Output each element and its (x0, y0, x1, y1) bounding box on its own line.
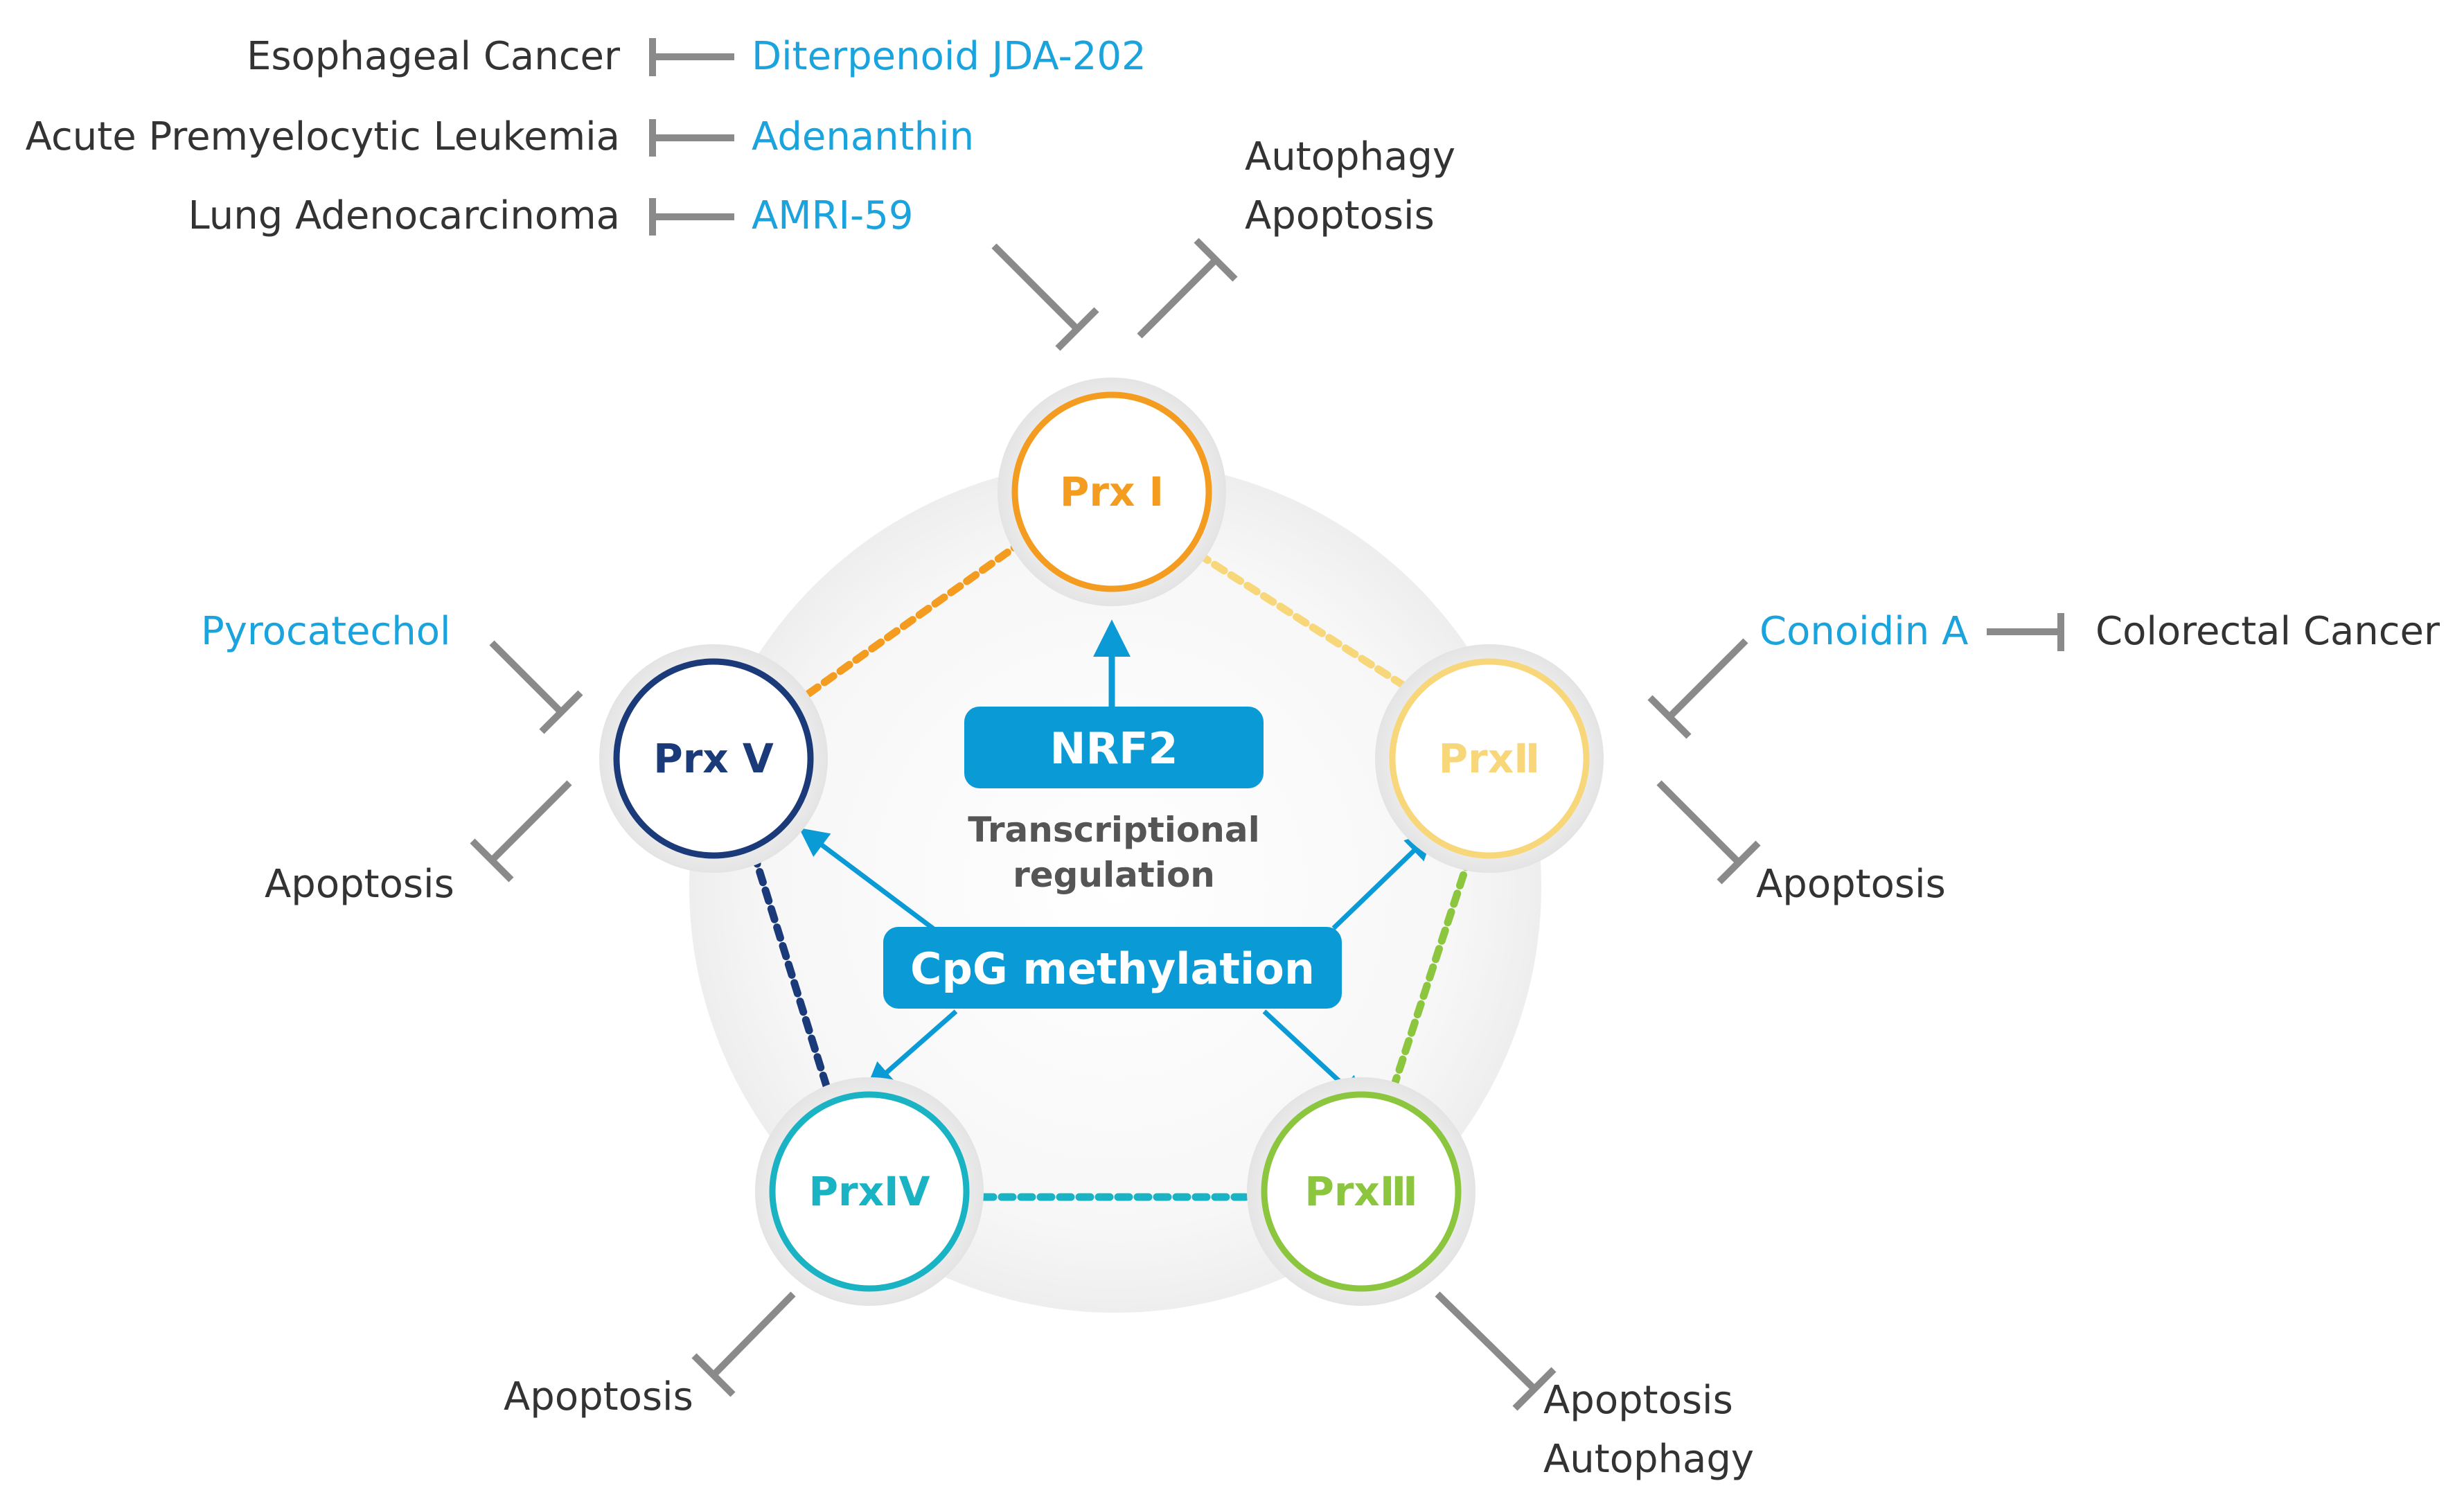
inhibit-prx2-apoptosis (1656, 780, 1761, 885)
cpg-label: CpG methylation (910, 944, 1315, 994)
top-effect-apoptosis: Apoptosis (1245, 193, 1435, 238)
top-row-3: Lung Adenocarcinoma AMRI-59 (188, 193, 914, 238)
link-prx5-prx4 (744, 831, 835, 1106)
inhibit-prx4-apoptosis (691, 1291, 796, 1397)
arrow-cpg-prx5 (799, 827, 944, 937)
link-prx1-prx5 (796, 526, 1043, 704)
drug-adenanthin: Adenanthin (752, 114, 974, 159)
inhibit-conoidin-prx2 (1647, 638, 1748, 739)
node-prx5-label: Prx V (653, 735, 774, 782)
nrf2-label: NRF2 (1049, 723, 1178, 774)
drug-pyrocatechol: Pyrocatechol (201, 609, 451, 654)
node-prx3: PrxⅢ (1247, 1077, 1475, 1306)
disease-esophageal: Esophageal Cancer (247, 34, 621, 79)
node-prx4: PrxIV (755, 1077, 984, 1306)
node-prx3-label: PrxⅢ (1304, 1168, 1417, 1215)
arrow-cpg-prx4 (865, 1009, 958, 1092)
drug-conoidin: Conoidin A (1760, 609, 1968, 654)
node-prx1-label: Prx I (1060, 468, 1164, 515)
bottom-right-effect-apoptosis: Apoptosis (1543, 1378, 1733, 1423)
top-row-2: Acute Premyelocytic Leukemia Adenanthin (26, 114, 974, 159)
disease-lung: Lung Adenocarcinoma (188, 193, 621, 238)
inhibit-pyrocatechol (489, 640, 583, 734)
node-prx5: Prx V (599, 644, 828, 873)
inhibit-into-prx1 (991, 243, 1099, 351)
inhibit-conoidin-colorectal (1987, 613, 2064, 651)
node-prx2-label: PrxⅡ (1439, 735, 1541, 782)
link-prx2-prx3 (1385, 834, 1480, 1106)
disease-colorectal: Colorectal Cancer (2095, 609, 2440, 654)
node-prx1: Prx I (998, 378, 1226, 606)
arrow-cpg-prx2 (1331, 831, 1435, 930)
left-effect-apoptosis: Apoptosis (265, 862, 454, 907)
transcriptional-line1: Transcriptional (968, 810, 1259, 850)
bottom-right-effect-autophagy: Autophagy (1543, 1437, 1754, 1482)
top-row-1: Esophageal Cancer Diterpenoid JDA-202 (247, 34, 1146, 79)
drug-diterpenoid: Diterpenoid JDA-202 (752, 34, 1146, 79)
bottom-left-effect-apoptosis: Apoptosis (504, 1374, 693, 1419)
cpg-box (883, 927, 1342, 1009)
drug-amri59: AMRI-59 (752, 193, 914, 238)
link-prx1-prx2 (1194, 550, 1414, 693)
disease-apl: Acute Premyelocytic Leukemia (26, 114, 620, 159)
top-effect-autophagy: Autophagy (1245, 134, 1455, 179)
node-prx2: PrxⅡ (1375, 644, 1604, 873)
inhibit-prx3-effects (1435, 1291, 1557, 1411)
right-effect-apoptosis: Apoptosis (1756, 862, 1946, 907)
inhibit-prx1-effects (1137, 238, 1238, 339)
transcriptional-line2: regulation (1013, 855, 1215, 895)
inhibit-prx5-apoptosis (470, 780, 572, 883)
node-prx4-label: PrxIV (809, 1168, 930, 1215)
nrf2-box (964, 707, 1264, 788)
